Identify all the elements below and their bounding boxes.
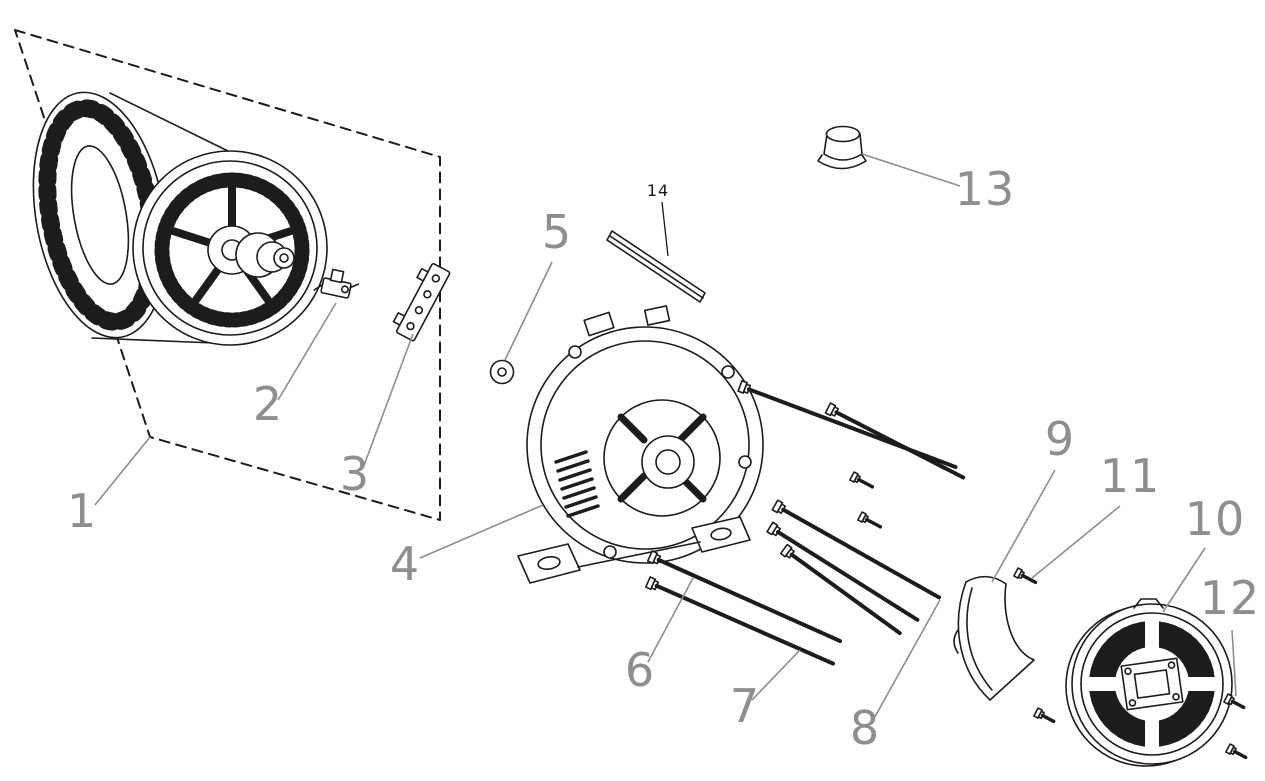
part-14-strip	[606, 230, 706, 303]
part-12-screws	[1033, 693, 1249, 760]
part-label-7: 7	[730, 679, 760, 733]
part-8-stay-bolts	[737, 380, 966, 636]
part-label-3: 3	[340, 447, 370, 501]
leader-1	[94, 436, 151, 506]
part-7-bolt	[644, 576, 836, 666]
part-label-4: 4	[390, 537, 420, 591]
part-4-end-bracket	[517, 305, 764, 584]
bolt	[779, 543, 902, 636]
leader-8	[871, 599, 941, 723]
part-9-cover	[953, 575, 1035, 701]
part-2-bracket	[313, 268, 360, 299]
part-labels: 1 2 3 4 5 6 7 8 9 10 11 12 13 14	[67, 162, 1261, 755]
leader-13	[861, 153, 961, 187]
part-1-motor-assembly	[32, 91, 328, 346]
screw	[1223, 693, 1247, 710]
part-label-12: 12	[1200, 571, 1261, 625]
leader-5	[504, 261, 553, 361]
bolt	[824, 402, 966, 480]
screw	[1225, 743, 1249, 760]
screw	[849, 471, 875, 489]
leader-lines	[94, 153, 1237, 723]
screw	[857, 511, 883, 529]
part-label-1: 1	[67, 484, 97, 538]
leader-lines-dark	[661, 201, 669, 257]
part-label-5: 5	[542, 205, 572, 259]
leader-2	[277, 302, 337, 401]
leader-12	[1231, 629, 1237, 697]
leader-4	[419, 504, 544, 559]
leader-9	[991, 469, 1056, 583]
bolt	[766, 521, 921, 623]
part-label-9: 9	[1045, 412, 1075, 466]
leader-3	[362, 333, 414, 469]
part-6-bolt	[646, 550, 844, 644]
part-label-8: 8	[850, 701, 880, 755]
diagram-drawings	[14, 29, 1249, 767]
part-label-11: 11	[1100, 449, 1161, 503]
part-label-14: 14	[647, 181, 669, 200]
leader-6	[647, 577, 694, 663]
bolt	[771, 499, 942, 600]
leader-14	[661, 201, 669, 257]
part-label-13: 13	[955, 162, 1016, 216]
part-3-terminal-block	[392, 263, 451, 342]
part-label-10: 10	[1185, 492, 1246, 546]
leader-7	[751, 649, 801, 701]
part-label-2: 2	[253, 377, 283, 431]
leader-10	[1162, 547, 1206, 613]
screw	[1033, 707, 1057, 724]
part-11-screw	[1013, 567, 1038, 585]
part-5-washer	[489, 359, 515, 385]
leader-11	[1031, 505, 1121, 579]
part-label-6: 6	[625, 643, 655, 697]
part-13-cap	[817, 125, 867, 170]
part-10-end-cover	[1065, 598, 1233, 767]
